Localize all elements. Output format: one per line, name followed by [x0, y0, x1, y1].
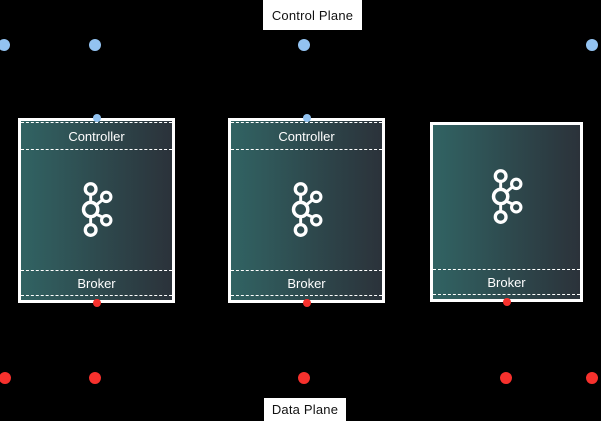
broker-label: Broker [77, 275, 116, 291]
kafka-logo-icon [81, 181, 113, 237]
kafka-logo-icon [291, 181, 323, 237]
broker-endpoint-dot [586, 372, 598, 384]
kafka-logo-icon [21, 150, 172, 270]
controller-port-dot [92, 114, 101, 122]
kafka-logo-icon [433, 125, 580, 269]
kafka-logo-icon [491, 168, 523, 224]
broker-endpoint-dot [89, 372, 101, 384]
controller-endpoint-dot [0, 39, 10, 51]
kafka-logo-icon [231, 150, 382, 270]
data-plane-label: Data Plane [264, 398, 346, 421]
broker-section: Broker [231, 270, 382, 296]
broker-section: Broker [433, 269, 580, 295]
controller-port-dot [302, 114, 311, 122]
control-plane-label: Control Plane [263, 0, 362, 30]
broker-endpoint-dot [500, 372, 512, 384]
broker-label: Broker [287, 275, 326, 291]
kafka-node-3: Broker [430, 122, 583, 306]
broker-endpoint-dot [0, 372, 11, 384]
controller-endpoint-dot [89, 39, 101, 51]
broker-endpoint-dot [298, 372, 310, 384]
broker-port-dot [92, 299, 101, 307]
kafka-node-2: Controller Broker [228, 114, 385, 307]
controller-section: Controller [21, 122, 172, 150]
broker-label: Broker [487, 274, 526, 290]
broker-port-dot [502, 298, 511, 306]
kafka-node-1: Controller Broker [18, 114, 175, 307]
controller-endpoint-dot [298, 39, 310, 51]
broker-port-dot [302, 299, 311, 307]
broker-section: Broker [21, 270, 172, 296]
controller-section: Controller [231, 122, 382, 150]
controller-label: Controller [68, 128, 125, 144]
control-plane-text: Control Plane [271, 7, 354, 23]
data-plane-text: Data Plane [271, 402, 339, 417]
controller-label: Controller [278, 128, 335, 144]
controller-endpoint-dot [586, 39, 598, 51]
